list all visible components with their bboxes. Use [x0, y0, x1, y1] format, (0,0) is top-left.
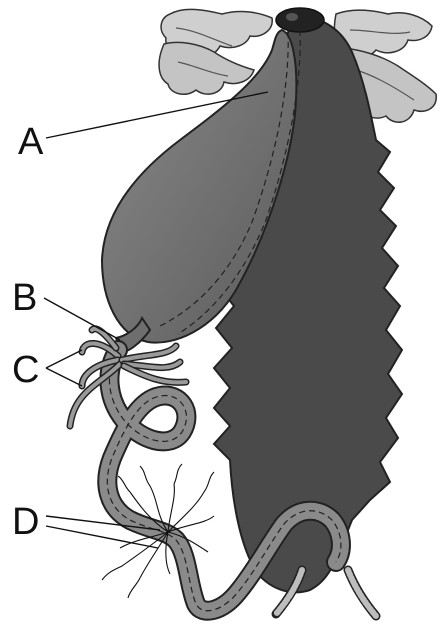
head — [276, 8, 324, 32]
leader-c-lower — [46, 368, 82, 386]
label-b: B — [12, 277, 37, 319]
label-c: C — [12, 349, 39, 391]
label-d: D — [12, 501, 39, 543]
leader-c-upper — [46, 350, 82, 368]
label-a: A — [18, 121, 44, 163]
